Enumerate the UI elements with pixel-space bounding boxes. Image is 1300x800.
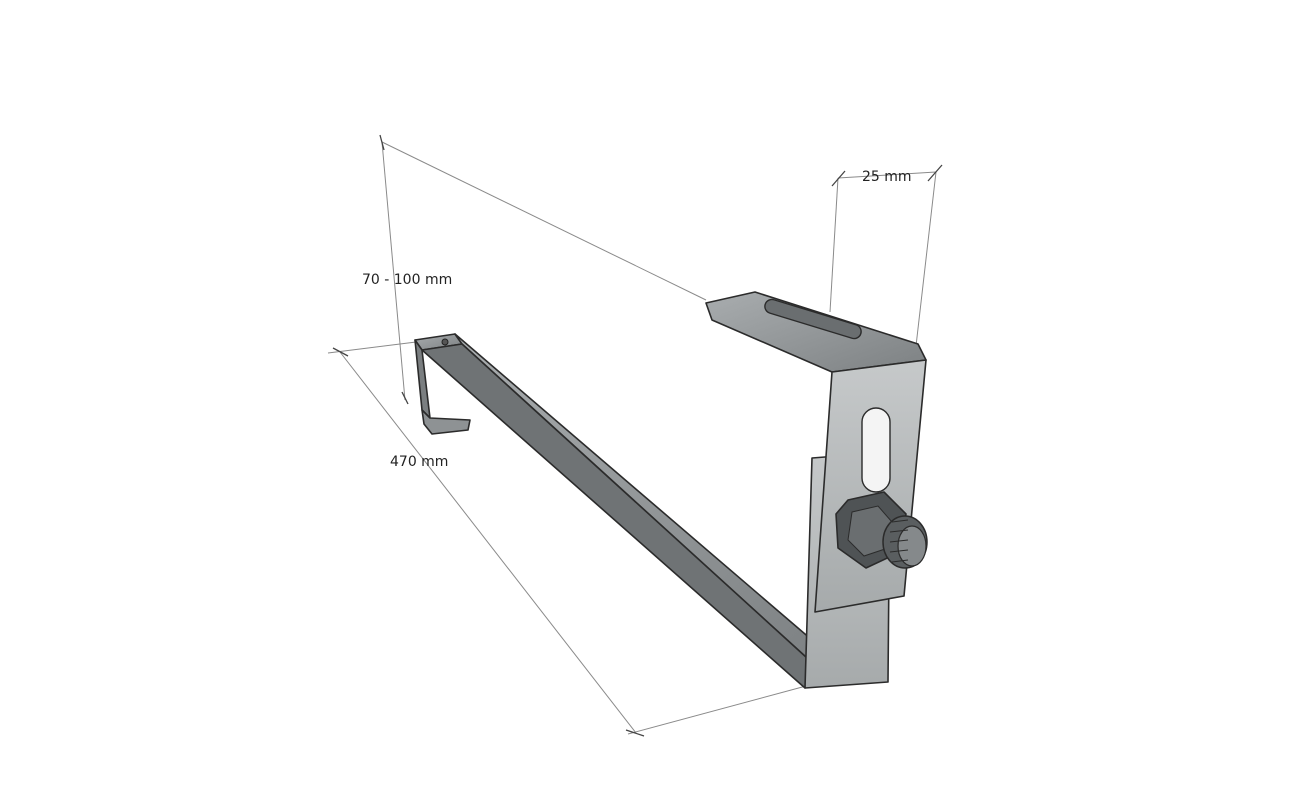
length-label: 470 mm [390,454,448,470]
vertical-slot [861,407,891,493]
height-label: 70 - 100 mm [362,272,452,288]
screw-hole [441,338,449,346]
height-dimension: 70 - 100 mm [362,134,707,405]
bolt-end [897,525,927,567]
width-label: 25 mm [862,169,912,185]
top-slot [764,298,862,340]
roof-hook-bracket [414,291,928,689]
long-arm-side [421,343,819,689]
upper-flange [705,291,927,373]
width-dimension: 25 mm [829,164,943,347]
length-dimension: 470 mm [327,341,807,737]
left-hook-foot [421,409,471,435]
